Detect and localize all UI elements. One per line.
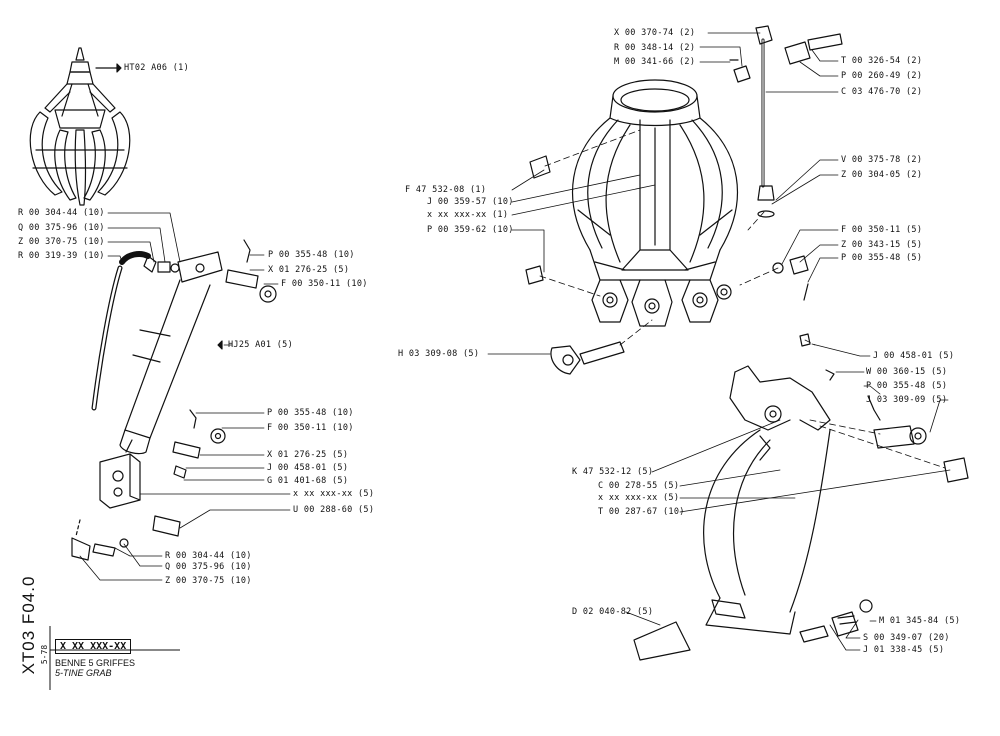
part-callout: R 00 304-44 (10) [165, 551, 252, 561]
part-callout: K 47 532-12 (5) [572, 467, 654, 477]
part-callout: x xx xxx-xx (5) [293, 489, 375, 499]
part-callout: C 03 476-70 (2) [841, 87, 923, 97]
part-callout: R 00 348-14 (2) [614, 43, 696, 53]
assembly-reference: X XX XXX-XX [55, 639, 132, 654]
part-callout: Z 00 370-75 (10) [18, 237, 105, 247]
part-callout: HJ25 A01 (5) [228, 340, 294, 350]
part-callout: J 01 338-45 (5) [863, 645, 945, 655]
leader-lines-right [487, 32, 951, 651]
part-callout: G 01 401-68 (5) [267, 476, 349, 486]
part-callout: S 00 349-07 (20) [863, 633, 950, 643]
part-callout: Q 00 375-96 (10) [165, 562, 252, 572]
part-callout: X 00 370-74 (2) [614, 28, 696, 38]
part-callout: J 00 458-01 (5) [873, 351, 955, 361]
part-callout: H 03 309-08 (5) [398, 349, 480, 359]
part-callout: P 00 355-48 (10) [268, 250, 355, 260]
part-callout: R 00 319-39 (10) [18, 251, 105, 261]
part-callout: X 01 276-25 (5) [267, 450, 349, 460]
part-callout: T 00 287-67 (10) [598, 507, 685, 517]
part-callout: C 00 278-55 (5) [598, 481, 680, 491]
grab-body-illustration [525, 25, 843, 375]
part-callout: U 00 288-60 (5) [293, 505, 375, 515]
arrow-icon [217, 340, 223, 350]
part-callout: P 00 359-62 (10) [427, 225, 514, 235]
part-callout: Q 00 375-96 (10) [18, 223, 105, 233]
tine-illustration [633, 333, 969, 661]
part-callout: T 00 326-54 (2) [841, 56, 923, 66]
hydraulic-cylinder-illustration [91, 239, 277, 455]
part-callout: J 03 309-09 (5) [866, 395, 948, 405]
grab-overview-illustration [29, 47, 131, 206]
sheet-code: XT03 F04.0 [19, 575, 38, 675]
part-callout: P 00 355-48 (5) [841, 253, 923, 263]
title-french: BENNE 5 GRIFFES [55, 658, 136, 668]
part-callout: D 02 040-82 (5) [572, 607, 654, 617]
part-callout: F 00 350-11 (10) [267, 423, 354, 433]
leader-lines-left [79, 212, 291, 581]
part-callout: R 00 304-44 (10) [18, 208, 105, 218]
part-callout: W 00 360-15 (5) [866, 367, 948, 377]
part-callout: X 01 276-25 (5) [268, 265, 350, 275]
part-callout: V 00 375-78 (2) [841, 155, 923, 165]
part-callout: Z 00 343-15 (5) [841, 240, 923, 250]
title-block: X XX XXX-XX BENNE 5 GRIFFES 5-TINE GRAB [55, 634, 183, 678]
arrow-icon [116, 63, 122, 73]
part-callout: P 00 355-48 (5) [866, 381, 948, 391]
part-callout: HT02 A06 (1) [124, 63, 190, 73]
part-callout: Z 00 370-75 (10) [165, 576, 252, 586]
part-callout: F 00 350-11 (5) [841, 225, 923, 235]
part-callout: x xx xxx-xx (5) [598, 493, 680, 503]
part-callout: J 00 359-57 (10) [427, 197, 514, 207]
part-callout: x xx xxx-xx (1) [427, 210, 509, 220]
sheet-date: 5-78 [40, 644, 50, 665]
part-callout: M 00 341-66 (2) [614, 57, 696, 67]
title-english: 5-TINE GRAB [55, 668, 112, 678]
part-callout: P 00 260-49 (2) [841, 71, 923, 81]
part-callout: J 00 458-01 (5) [267, 463, 349, 473]
part-callout: F 47 532-08 (1) [405, 185, 487, 195]
part-callout: P 00 355-48 (10) [267, 408, 354, 418]
part-callout: F 00 350-11 (10) [281, 279, 368, 289]
linkage-block-illustration [71, 409, 226, 561]
part-callout: M 01 345-84 (5) [879, 616, 961, 626]
part-callout: Z 00 304-05 (2) [841, 170, 923, 180]
